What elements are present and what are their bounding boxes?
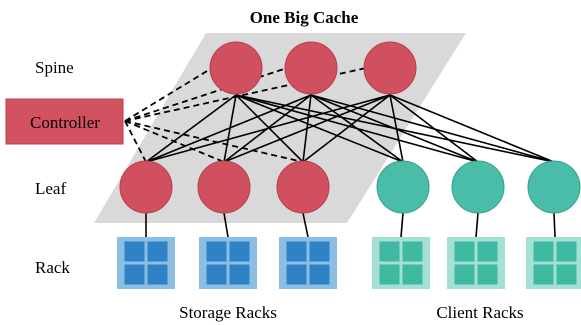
tier-label-spine: Spine <box>35 58 74 77</box>
rack-server-unit <box>229 264 250 285</box>
controller-link-spine-1 <box>124 67 213 122</box>
rack-server-unit <box>556 241 577 262</box>
rack-server-unit <box>379 264 400 285</box>
leaf-rack-links <box>145 212 556 238</box>
link-spine-2-leaf-4 <box>310 94 404 163</box>
rack-server-unit <box>454 241 475 262</box>
rack-server-unit <box>286 241 307 262</box>
storage-rack <box>279 237 337 289</box>
link-spine-3-leaf-2 <box>223 94 391 163</box>
link-spine-2-leaf-5 <box>310 94 479 163</box>
rack-server-unit <box>309 264 330 285</box>
rack-server-unit <box>379 241 400 262</box>
diagram-title: One Big Cache <box>250 8 359 27</box>
link-spine-2-leaf-1 <box>145 94 312 163</box>
spine-tier <box>209 41 417 95</box>
storage-rack <box>199 237 257 289</box>
link-leaf-3-rack-3 <box>302 212 309 238</box>
rack-server-unit <box>206 264 227 285</box>
rack-server-unit <box>286 264 307 285</box>
link-spine-3-leaf-1 <box>145 94 391 163</box>
link-leaf-4-rack-4 <box>400 212 404 238</box>
rack-server-unit <box>477 264 498 285</box>
controller-link-leaf-3 <box>124 120 304 163</box>
rack-server-unit <box>147 241 168 262</box>
rack-server-unit <box>309 241 330 262</box>
rack-tier <box>117 237 581 289</box>
link-spine-3-leaf-4 <box>389 94 404 163</box>
rack-server-unit <box>124 241 145 262</box>
spine-node <box>209 41 263 95</box>
group-label-storage: Storage Racks <box>179 303 277 322</box>
controller-rect <box>5 98 124 145</box>
spine-node <box>284 41 338 95</box>
rack-server-unit <box>402 241 423 262</box>
client-rack <box>372 237 430 289</box>
storage-leaf-node <box>119 160 173 214</box>
link-spine-1-leaf-4 <box>235 94 404 163</box>
controller-link-leaf-1 <box>124 120 147 163</box>
client-leaf-node <box>376 160 430 214</box>
rack-server-unit <box>402 264 423 285</box>
storage-rack <box>117 237 175 289</box>
storage-leaf-node <box>276 160 330 214</box>
client-rack <box>526 237 581 289</box>
spine-node <box>363 41 417 95</box>
tier-label-rack: Rack <box>35 258 70 277</box>
link-leaf-5-rack-5 <box>475 212 479 238</box>
link-spine-1-leaf-1 <box>145 94 237 163</box>
controller-label: Controller <box>30 113 100 132</box>
spine-leaf-links <box>145 94 555 163</box>
client-leaf-node <box>527 160 581 214</box>
tier-label-leaf: Leaf <box>35 179 66 198</box>
storage-leaf-node <box>197 160 251 214</box>
rack-server-unit <box>533 241 554 262</box>
rack-server-unit <box>556 264 577 285</box>
group-label-client: Client Racks <box>436 303 523 322</box>
rack-server-unit <box>147 264 168 285</box>
link-spine-3-leaf-6 <box>389 94 555 163</box>
rack-server-unit <box>533 264 554 285</box>
client-rack <box>447 237 505 289</box>
rack-server-unit <box>454 264 475 285</box>
link-leaf-6-rack-6 <box>553 212 556 238</box>
link-spine-3-leaf-3 <box>302 94 391 163</box>
rack-server-unit <box>124 264 145 285</box>
link-spine-3-leaf-5 <box>389 94 479 163</box>
controller-box: Controller <box>5 98 124 145</box>
rack-server-unit <box>229 241 250 262</box>
rack-server-unit <box>206 241 227 262</box>
rack-server-unit <box>477 241 498 262</box>
leaf-tier <box>119 160 581 214</box>
link-leaf-2-rack-2 <box>223 212 229 238</box>
client-leaf-node <box>451 160 505 214</box>
